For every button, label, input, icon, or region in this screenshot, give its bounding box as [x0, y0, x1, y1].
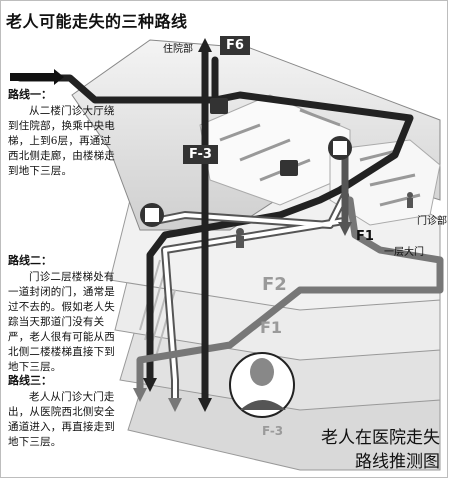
floor-label-f1-upper: F1 — [356, 229, 374, 244]
route-three-title: 路线三： — [8, 374, 52, 387]
figure-title: 老人可能走失的三种路线 — [6, 12, 188, 31]
floor-label-f-3-upper: F-3 — [183, 145, 218, 164]
route-one-block: 路线一： 从二楼门诊大厅绕到住院部，换乘中央电梯，上到6层，再通过西北侧走廊，由… — [8, 86, 118, 179]
route-lines — [16, 46, 444, 404]
route-one-title: 路线一： — [8, 88, 52, 101]
figure-caption: 老人在医院走失 路线推测图 — [321, 426, 440, 474]
floor-tag-f1: F1 — [260, 318, 283, 337]
route-three-text: 老人从门诊大门走出，从医院西北侧安全通道进入，再直接走到地下三层。 — [8, 391, 115, 448]
person-figures — [236, 192, 413, 248]
floor-label-f6: F6 — [220, 36, 250, 55]
route-two-block: 路线二： 门诊二层楼梯处有一道封闭的门，通常是过不去的。假如老人失踪当天那道门没… — [8, 252, 118, 375]
label-inpatient: 住院部 — [163, 44, 193, 55]
floor-tag-f2: F2 — [262, 274, 287, 295]
route-one-text: 从二楼门诊大厅绕到住院部，换乘中央电梯，上到6层，再通过西北侧走廊，由楼梯走到地… — [8, 105, 115, 177]
caption-line-1: 老人在医院走失 — [321, 428, 440, 448]
route-three-block: 路线三： 老人从门诊大门走出，从医院西北侧安全通道进入，再直接走到地下三层。 — [8, 372, 118, 450]
route-two-text: 门诊二层楼梯处有一道封闭的门，通常是过不去的。假如老人失踪当天那道门没有关严，老… — [8, 271, 115, 373]
route-two-title: 路线二： — [8, 254, 52, 267]
label-main-gate: 一层大门 — [384, 247, 424, 258]
caption-line-2: 路线推测图 — [355, 452, 440, 472]
elderly-man-portrait — [229, 352, 295, 418]
route-arrows — [10, 69, 64, 85]
arrow-heads — [133, 38, 352, 412]
elevator-icons — [140, 98, 352, 227]
floor-tag-f-3: F-3 — [262, 424, 284, 438]
label-outpatient: 门诊部 — [417, 216, 447, 227]
